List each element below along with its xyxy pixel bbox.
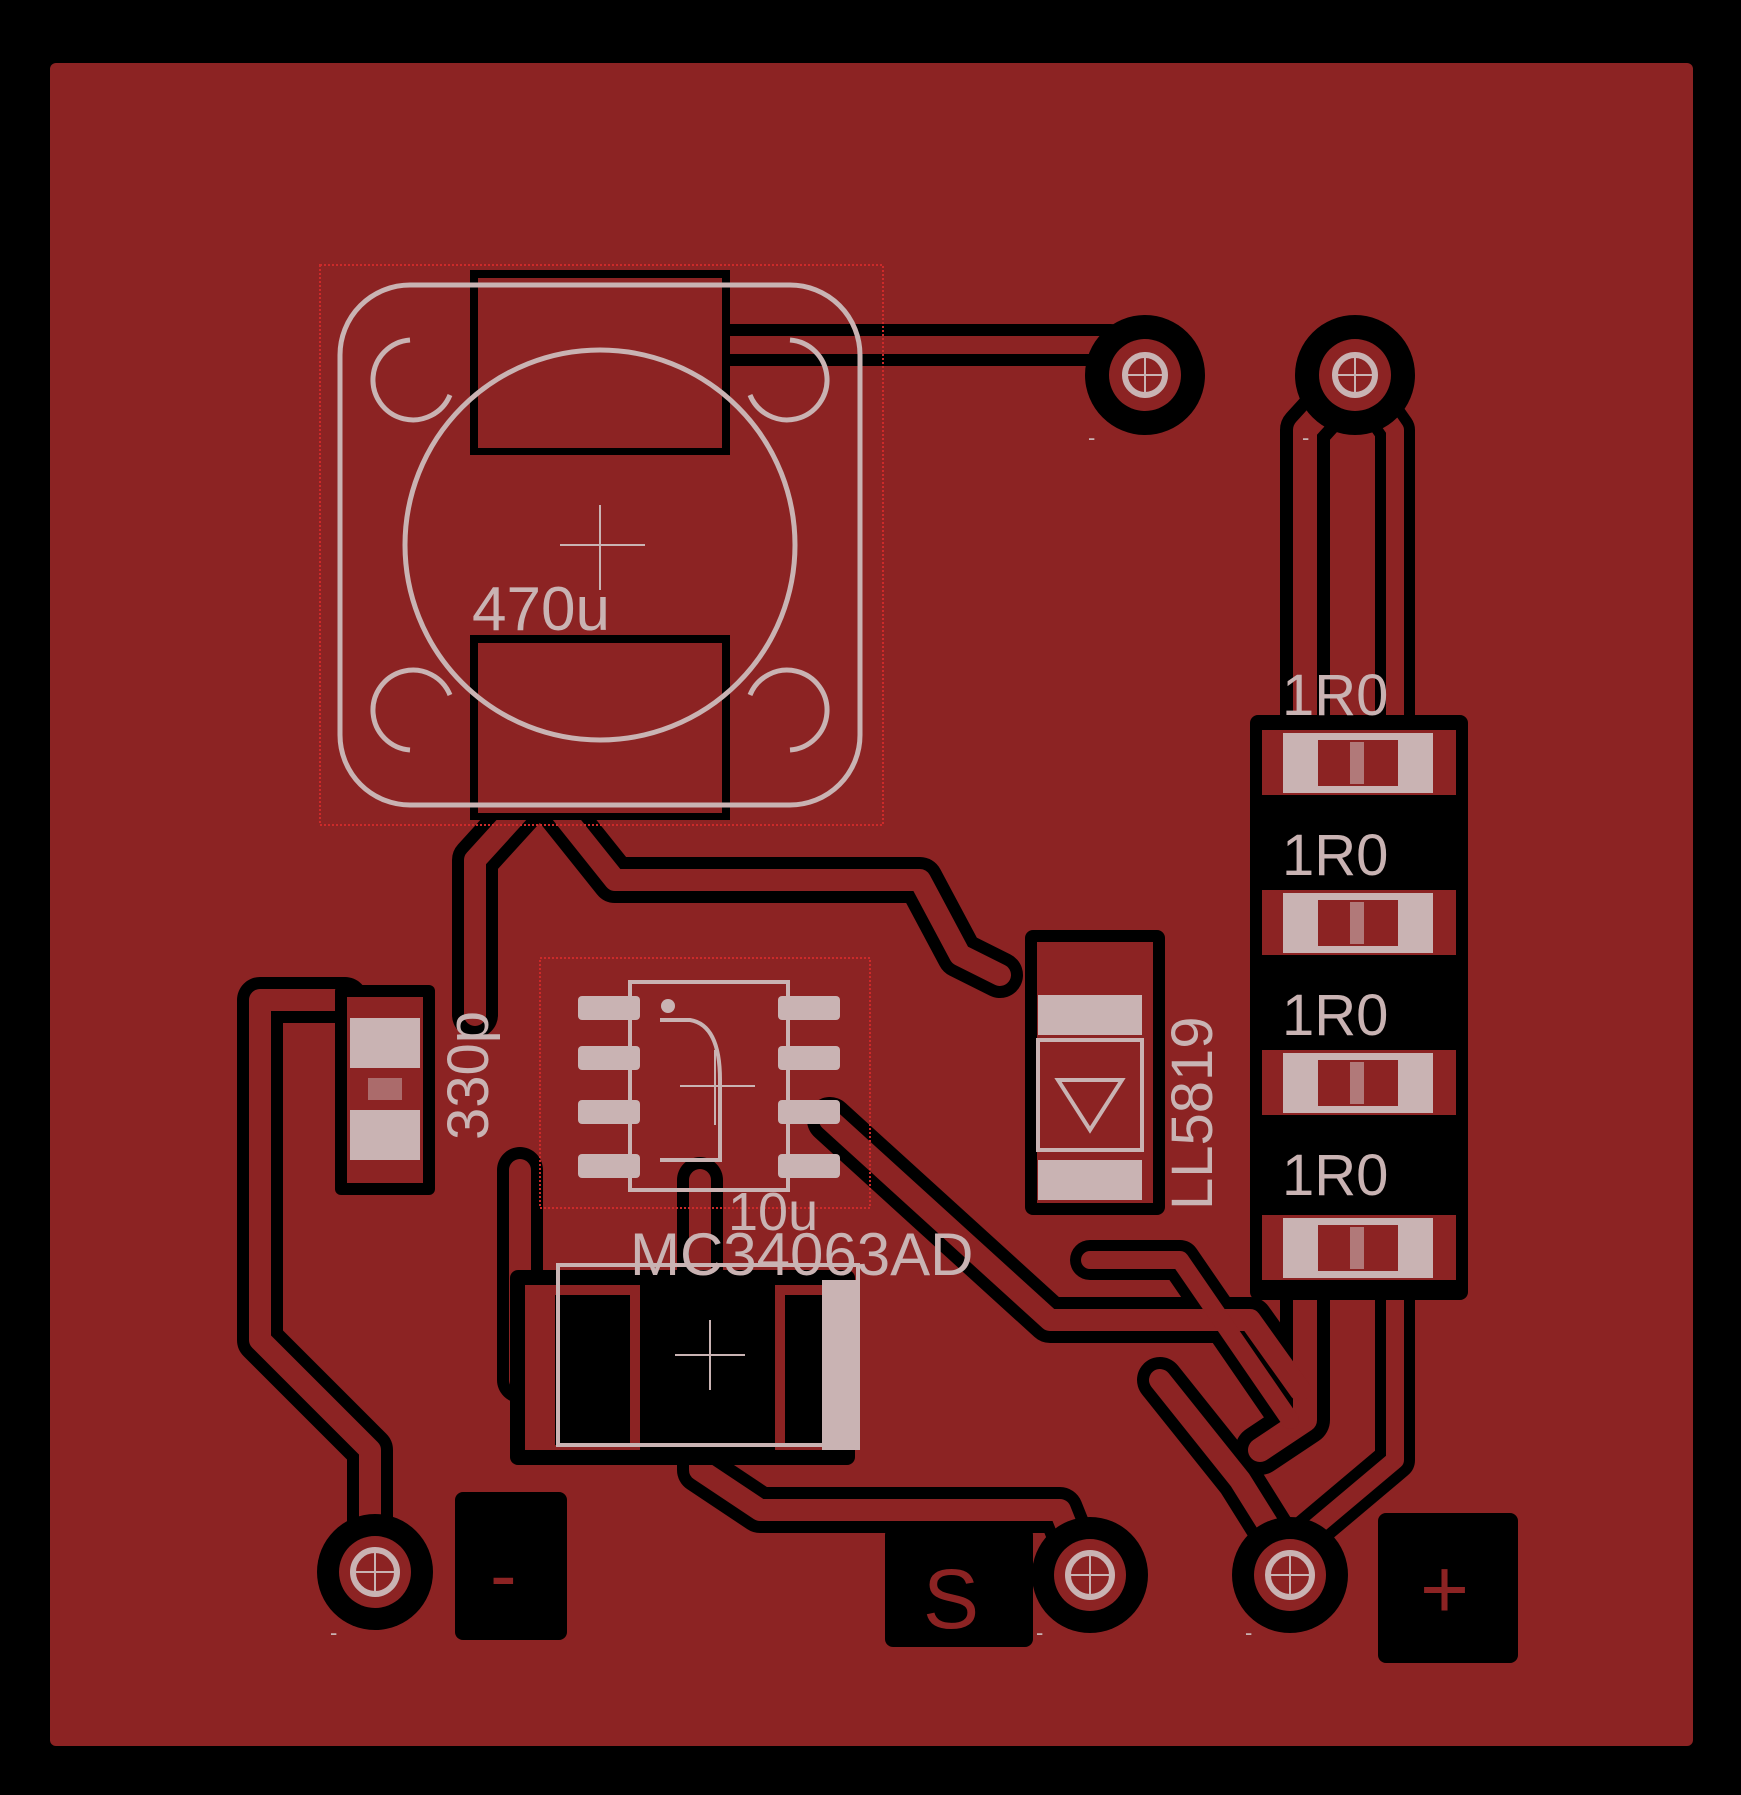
diode: LL5819 xyxy=(1025,930,1225,1215)
inductor-footprint: 470u xyxy=(319,264,884,826)
resistor-1: 1R0 xyxy=(1262,663,1456,795)
minus-label: - xyxy=(490,1530,517,1619)
pin-mark-top-left: - xyxy=(1088,425,1095,450)
inductor-silk-inner xyxy=(370,337,830,753)
resistor-2: 1R0 xyxy=(1262,823,1456,955)
minus-label-pad xyxy=(455,1492,567,1640)
resistor-4: 1R0 xyxy=(1262,1143,1456,1280)
diode-symbol xyxy=(1054,1078,1126,1134)
signal-label-pad xyxy=(885,1527,1033,1647)
resistor-1-label: 1R0 xyxy=(1282,663,1388,728)
via-plus xyxy=(1232,1517,1348,1633)
via-top-left xyxy=(1085,315,1205,435)
resistor-3: 1R0 xyxy=(1262,983,1456,1115)
output-cap-label: 10u xyxy=(728,1182,818,1242)
pin-mark-minus: - xyxy=(330,1620,337,1645)
ic-pin1-dot xyxy=(661,999,675,1013)
resistor-stack-isolation xyxy=(1250,715,1468,1300)
resistor-4-label: 1R0 xyxy=(1282,1143,1388,1208)
via-top-right xyxy=(1295,315,1415,435)
via-signal xyxy=(1032,1517,1148,1633)
resistor-3-label: 1R0 xyxy=(1282,983,1388,1048)
output-cap-body xyxy=(556,1263,860,1447)
inductor-value-label: 470u xyxy=(472,575,610,644)
inductor-pad-bottom-inner xyxy=(478,643,722,813)
output-cap: 10u MC34063AD xyxy=(510,1182,974,1465)
signal-label: S xyxy=(923,1552,979,1646)
ic-notch xyxy=(660,1018,722,1162)
ic-pins-left xyxy=(578,996,640,1178)
ic-label: MC34063AD xyxy=(630,1221,974,1288)
ic-outline xyxy=(539,957,871,1209)
inductor-silk-frame xyxy=(337,282,863,808)
timing-cap-label: 330p xyxy=(436,1011,501,1140)
inductor-outline xyxy=(319,264,884,826)
plus-label: + xyxy=(1420,1542,1469,1636)
via-minus xyxy=(317,1514,433,1630)
pin-mark-top-right: - xyxy=(1302,425,1309,450)
inductor-pad-top-inner xyxy=(478,278,722,448)
diode-body xyxy=(1036,1038,1144,1152)
ic-footprint xyxy=(539,957,871,1209)
pin-mark-plus: - xyxy=(1245,1620,1252,1645)
resistor-stack: 1R0 1R0 1R0 1R0 xyxy=(1250,663,1468,1300)
resistor-2-label: 1R0 xyxy=(1282,823,1388,888)
inductor-silk-circle xyxy=(402,347,798,743)
pin-mark-signal: - xyxy=(1036,1620,1043,1645)
ic-body xyxy=(628,980,790,1192)
timing-cap: 330p xyxy=(335,985,501,1195)
diode-label: LL5819 xyxy=(1160,1016,1225,1210)
plus-label-pad xyxy=(1378,1513,1518,1663)
ic-pins-right xyxy=(778,996,840,1178)
